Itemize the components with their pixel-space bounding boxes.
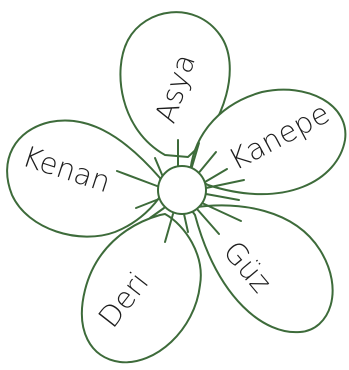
ray <box>206 194 239 200</box>
ray <box>184 214 188 232</box>
flower-center <box>158 166 206 214</box>
